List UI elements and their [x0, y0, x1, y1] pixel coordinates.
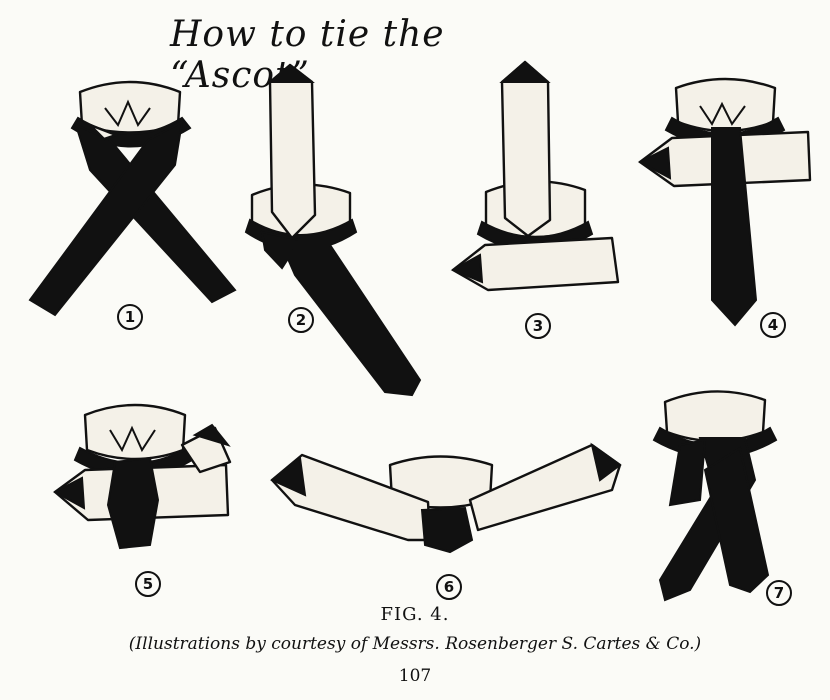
figure-label: FIG. 4.	[380, 604, 450, 625]
step-6-illustration	[270, 442, 622, 554]
step-3-illustration	[450, 60, 620, 292]
figure-credit: (Illustrations by courtesy of Messrs. Ro…	[128, 634, 702, 654]
step-number: 3	[525, 313, 551, 339]
step-number: 1	[117, 304, 143, 330]
step-2-illustration	[244, 63, 422, 397]
step-7-illustration	[652, 390, 778, 602]
step-number: 6	[436, 574, 462, 600]
page-number: 107	[398, 666, 432, 686]
step-5-illustration	[52, 403, 232, 550]
step-number: 4	[760, 312, 786, 338]
step-number: 7	[766, 580, 792, 606]
step-number: 2	[288, 307, 314, 333]
step-number: 5	[135, 571, 161, 597]
step-1-illustration	[28, 80, 237, 317]
step-4-illustration	[637, 77, 812, 327]
